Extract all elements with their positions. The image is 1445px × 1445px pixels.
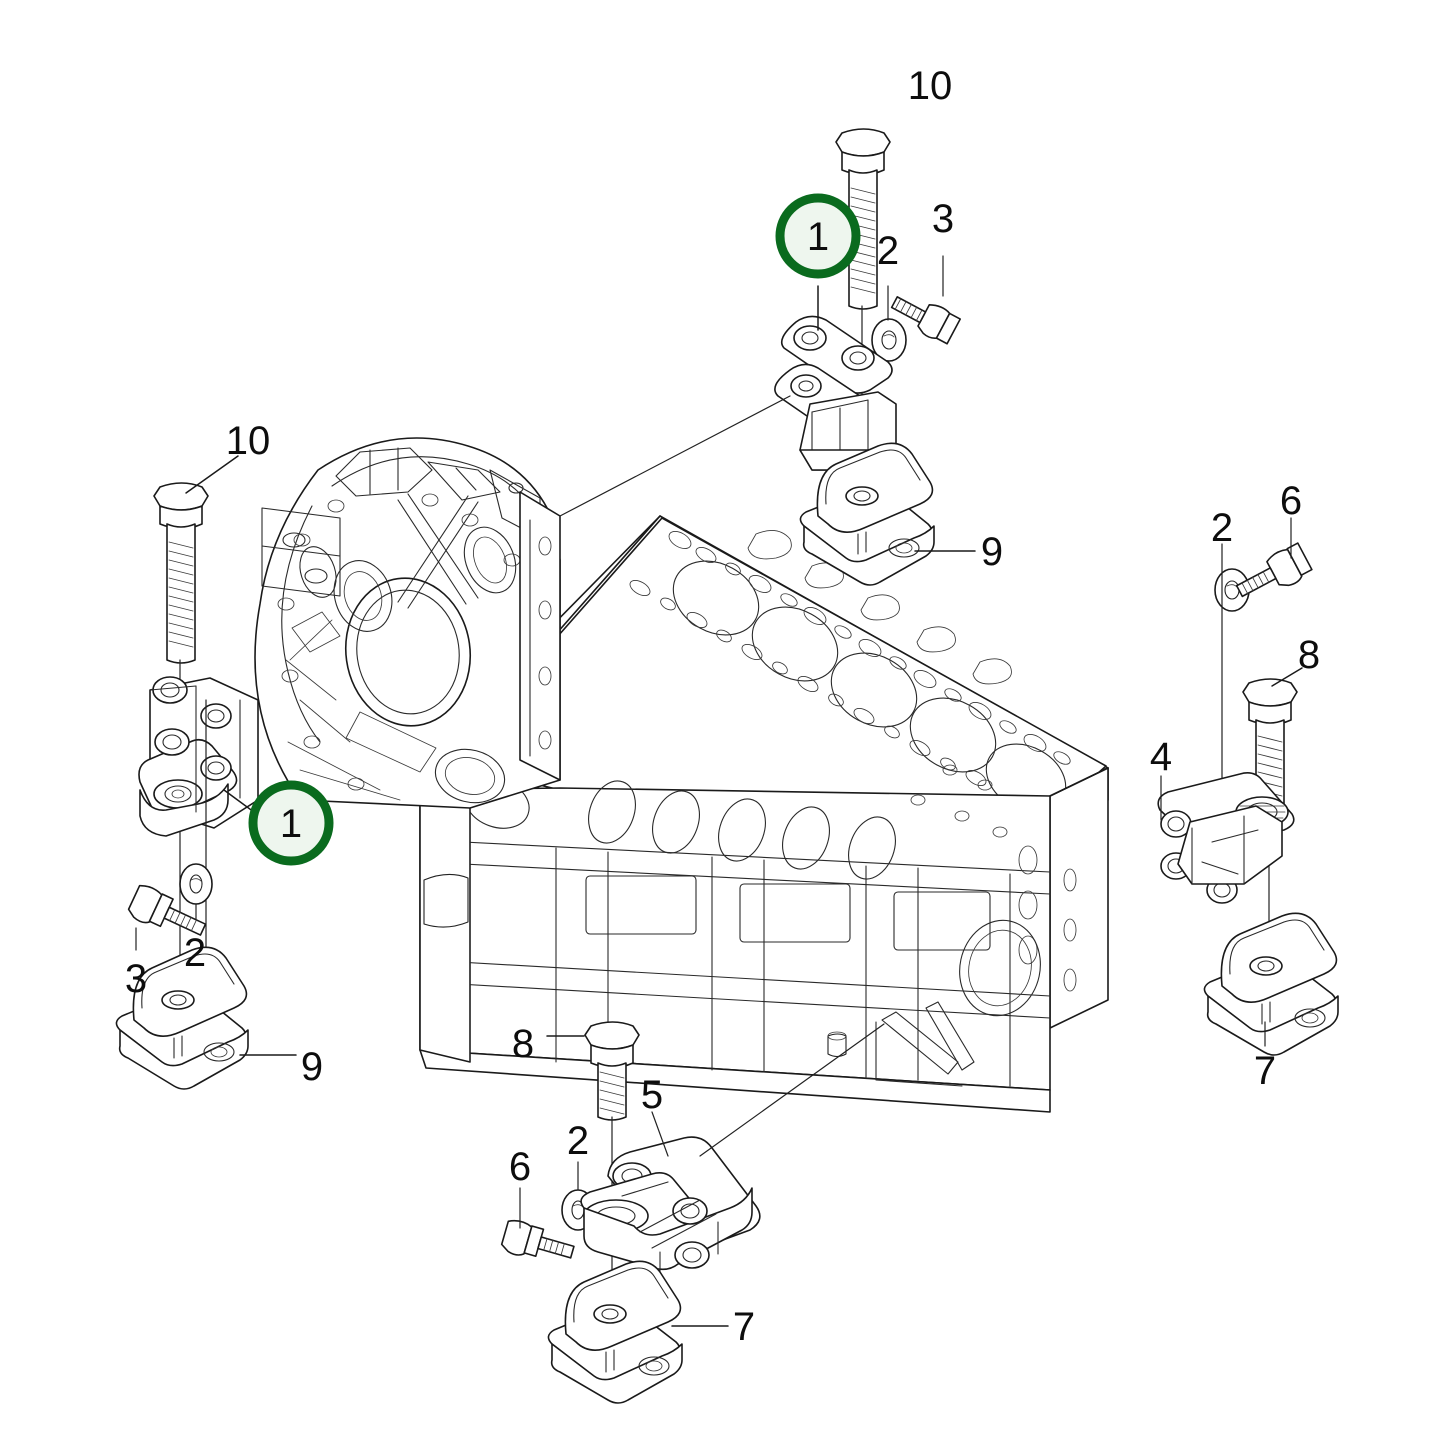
callout-2-left: 2: [184, 931, 206, 975]
callout-7-bottom: 7: [733, 1305, 755, 1349]
callout-2-bottom: 2: [567, 1119, 589, 1163]
part-2-washer-left: [179, 863, 213, 927]
part-10-bolt-left: [153, 455, 239, 1011]
callout-2-top: 2: [877, 229, 899, 273]
part-1-bracket-left: [138, 676, 263, 1001]
part-9-isolator-top: [799, 442, 976, 586]
callout-3-left: 3: [125, 957, 147, 1001]
part-6-bolt-bottom: [500, 1187, 575, 1259]
part-7-isolator-bottom: [547, 1260, 729, 1404]
part-5-bracket-bottom: [580, 1023, 885, 1281]
part-7-isolator-right: [1203, 912, 1339, 1056]
callout-3-top: 3: [932, 197, 954, 241]
part-9-isolator-left: [115, 946, 297, 1090]
callout-5-bottom: 5: [641, 1073, 663, 1117]
callout-4-right: 4: [1150, 735, 1172, 779]
flywheel-housing: [254, 437, 561, 809]
callout-6-bottom: 6: [509, 1145, 531, 1189]
callout-8-right: 8: [1298, 633, 1320, 677]
callout-9-top: 9: [981, 530, 1003, 574]
callout-labels: 10 1 2 3 9 10 1 3 2 9 2 6 8 4 7 8 5 2 6 …: [125, 64, 1320, 1349]
part-2-washer-top: [871, 318, 907, 362]
highlight-ring-group: [248, 193, 861, 866]
part-4-bracket-right: [1157, 772, 1295, 904]
highlight-ring-1-left: [248, 780, 334, 866]
part-6-bolt-right: [1235, 517, 1313, 598]
callout-10-top: 10: [908, 64, 953, 108]
part-10-bolt-top: [835, 128, 891, 473]
callout-1-left: 1: [280, 802, 302, 846]
highlight-ring-1-top: [775, 193, 861, 279]
part-3-bolt-left: [127, 884, 207, 951]
callout-6-right: 6: [1280, 479, 1302, 523]
callout-1-top: 1: [807, 215, 829, 259]
callout-8-bottom: 8: [512, 1022, 534, 1066]
callout-10-left: 10: [226, 419, 271, 463]
callout-7-right: 7: [1254, 1049, 1276, 1093]
part-3-bolt-top: [890, 296, 962, 345]
part-2-washer-right: [1214, 543, 1250, 801]
callout-2-right: 2: [1211, 506, 1233, 550]
callout-9-left: 9: [301, 1045, 323, 1089]
